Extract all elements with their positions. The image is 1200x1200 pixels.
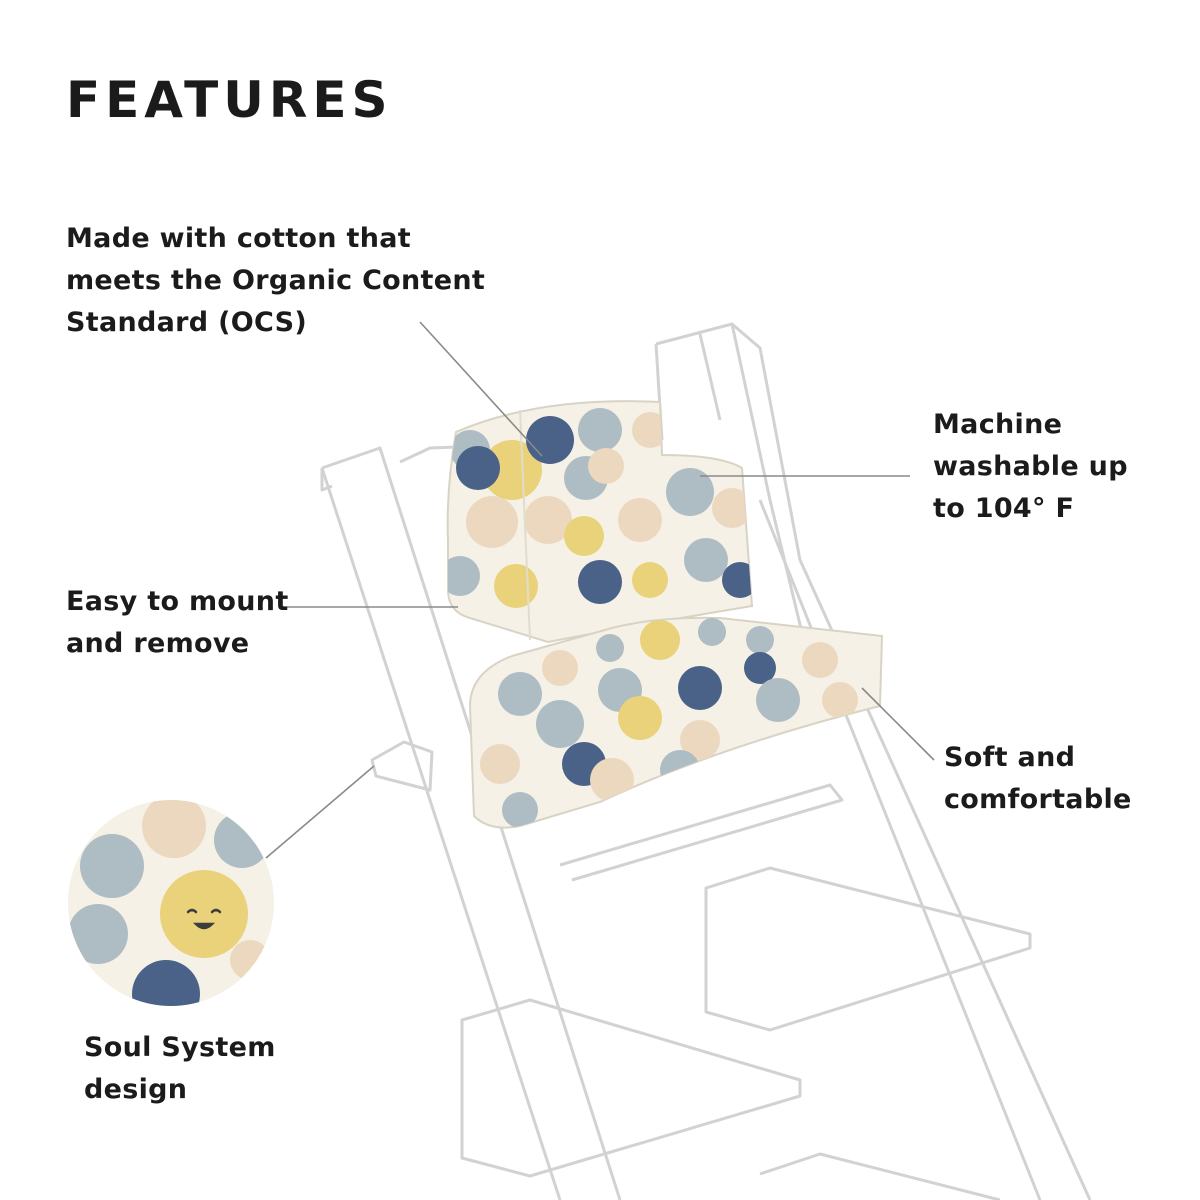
seat-cushion	[468, 616, 884, 829]
feature-line: and remove	[66, 628, 250, 659]
soul-design-swatch	[68, 800, 274, 1006]
feature-line: Machine	[933, 409, 1063, 440]
features-heading: FEATURES	[66, 71, 393, 129]
feature-line: comfortable	[944, 784, 1132, 815]
feature-line: Standard (OCS)	[66, 307, 307, 338]
feature-line: washable up	[933, 451, 1128, 482]
feature-line: to 104° F	[933, 493, 1075, 524]
back-cushion	[446, 400, 754, 644]
feature-line: Made with cotton that	[66, 223, 411, 254]
feature-easy-mount: Easy to mount and remove	[66, 581, 289, 665]
feature-soft-comfortable: Soft and comfortable	[944, 737, 1132, 821]
leader-lines	[265, 321, 935, 859]
chair-frame	[320, 322, 1092, 1200]
feature-machine-washable: Machine washable up to 104° F	[933, 404, 1128, 530]
feature-line: Soul System	[84, 1032, 276, 1063]
feature-organic-cotton: Made with cotton that meets the Organic …	[66, 218, 485, 344]
feature-line: Soft and	[944, 742, 1076, 773]
feature-line: Easy to mount	[66, 586, 289, 617]
feature-soul-system-design: Soul System design	[84, 1027, 276, 1111]
feature-line: design	[84, 1074, 188, 1105]
feature-line: meets the Organic Content	[66, 265, 486, 296]
